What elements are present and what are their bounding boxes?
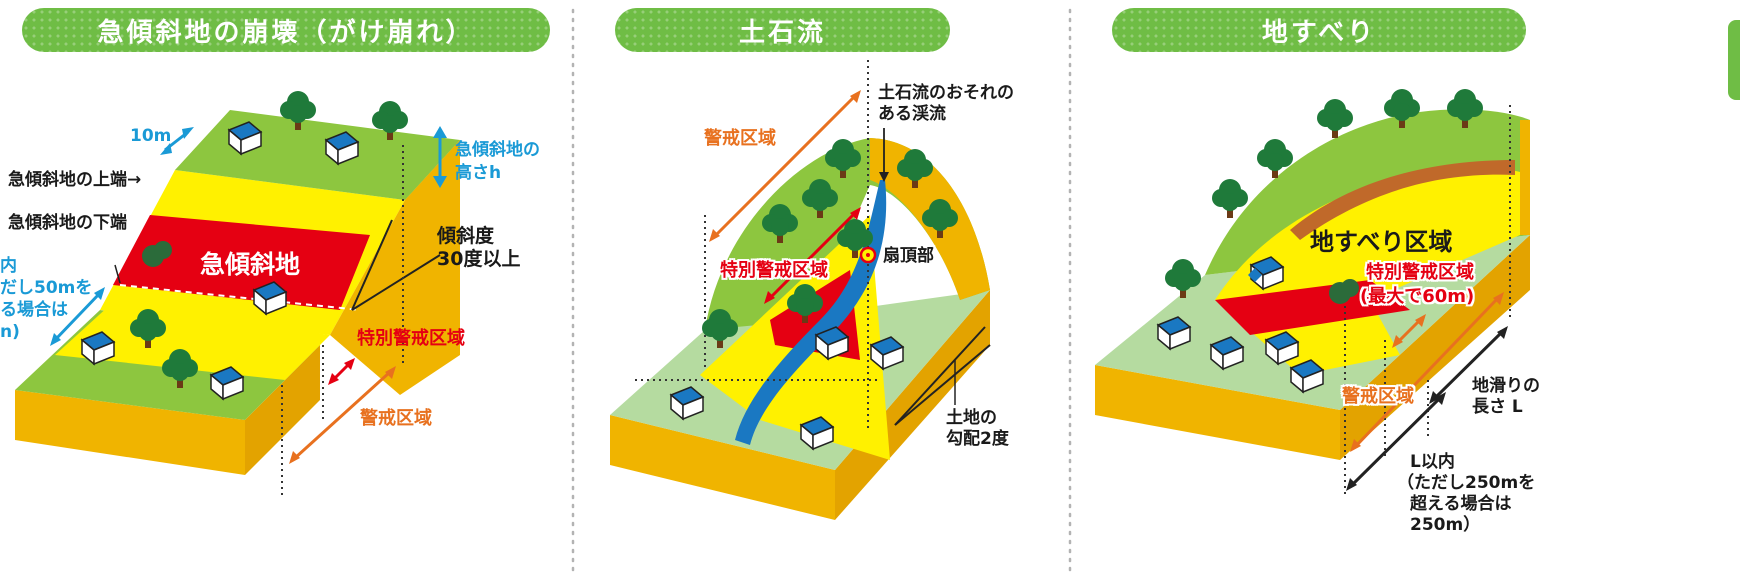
label-slope-area: 急傾斜地 bbox=[200, 250, 301, 279]
title-debris-flow: 土石流 bbox=[615, 8, 950, 52]
label-special-zone-landslide-line2: (最大で60m) bbox=[1360, 286, 1475, 307]
label-angle-line1: 傾斜度 bbox=[437, 225, 495, 247]
landslide-diagram bbox=[1095, 89, 1530, 495]
label-left-line3: る場合は bbox=[0, 300, 68, 320]
label-stream-line2: ある渓流 bbox=[878, 104, 946, 124]
label-height-h-line1: 急傾斜地の bbox=[455, 140, 540, 160]
label-length-line2: 長さ L bbox=[1472, 397, 1523, 417]
label-within-line4: 250m） bbox=[1410, 515, 1481, 535]
label-height-h-line2: 高さh bbox=[455, 163, 502, 183]
label-warning-zone-landslide: 警戒区域 bbox=[1342, 386, 1414, 407]
label-within-line2: （ただし250mを bbox=[1397, 473, 1536, 493]
label-special-zone-landslide-line1: 特別警戒区域 bbox=[1366, 262, 1474, 283]
label-gradient-line2: 勾配2度 bbox=[946, 429, 1009, 449]
cliff-diagram bbox=[15, 91, 460, 495]
label-special-zone-cliff: 特別警戒区域 bbox=[357, 328, 465, 349]
label-fan-top: 扇頂部 bbox=[883, 246, 934, 266]
debris-flow-diagram bbox=[610, 60, 991, 520]
label-left-line2: だし50mを bbox=[0, 278, 93, 298]
label-top-edge: 急傾斜地の上端→ bbox=[8, 170, 142, 190]
title-cliff-collapse: 急傾斜地の崩壊（がけ崩れ） bbox=[22, 8, 550, 52]
label-warning-zone-cliff: 警戒区域 bbox=[360, 408, 432, 429]
label-left-line1: 内 bbox=[0, 256, 17, 276]
side-tab bbox=[1728, 20, 1740, 100]
label-landslide-area: 地すべり区域 bbox=[1310, 228, 1453, 256]
label-angle-line2: 30度以上 bbox=[437, 248, 521, 270]
label-special-zone-debris: 特別警戒区域 bbox=[720, 260, 828, 281]
label-bottom-edge: 急傾斜地の下端 bbox=[8, 213, 127, 233]
label-width-10m: 10m bbox=[130, 126, 172, 146]
label-left-line4: n) bbox=[0, 322, 20, 342]
label-within-line1: L以内 bbox=[1410, 452, 1455, 472]
title-landslide: 地すべり bbox=[1112, 8, 1526, 52]
label-stream-line1: 土石流のおそれの bbox=[878, 83, 1014, 103]
label-length-line1: 地滑りの bbox=[1472, 376, 1540, 396]
label-gradient-line1: 土地の bbox=[946, 408, 997, 428]
label-within-line3: 超える場合は bbox=[1410, 494, 1512, 514]
label-warning-zone-debris: 警戒区域 bbox=[704, 128, 776, 149]
